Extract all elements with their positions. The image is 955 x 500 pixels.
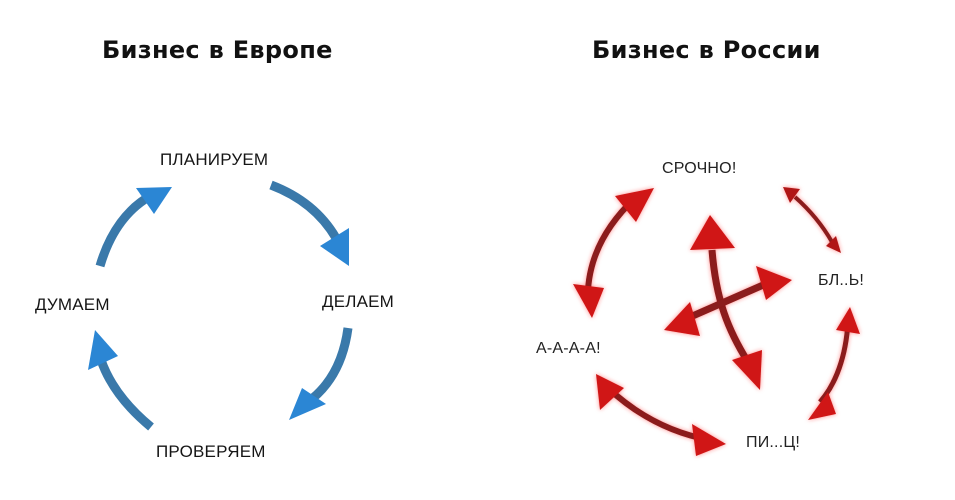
- arrow-scream-pi-icon: [596, 374, 726, 456]
- arrow-bl-pi-icon: [808, 307, 860, 420]
- russia-title: Бизнес в России: [592, 36, 821, 64]
- arrow-center-vertical-icon: [690, 215, 762, 390]
- label-scream: А-А-А-А!: [536, 340, 601, 357]
- europe-title: Бизнес в Европе: [102, 36, 333, 64]
- label-check: ПРОВЕРЯЕМ: [156, 442, 266, 461]
- russia-panel: Бизнес в России: [470, 0, 955, 500]
- arrow-center-horizontal-icon: [664, 266, 792, 336]
- arrow-plan-to-do-icon: [269, 180, 349, 266]
- label-curse-pi: ПИ...Ц!: [746, 434, 801, 451]
- label-plan: ПЛАНИРУЕМ: [160, 150, 269, 169]
- label-do: ДЕЛАЕМ: [322, 292, 395, 311]
- arrow-urgent-scream-icon: [573, 188, 654, 318]
- europe-cycle-arrows: [88, 180, 353, 431]
- arrow-check-to-think-icon: [88, 330, 154, 431]
- label-curse-bl: БЛ..Ь!: [818, 272, 865, 289]
- label-think: ДУМАЕМ: [35, 295, 110, 314]
- russia-chaos-arrows: [573, 187, 860, 456]
- arrow-urgent-bl-icon: [783, 187, 841, 253]
- arrow-think-to-plan-icon: [95, 187, 172, 268]
- arrow-do-to-check-icon: [289, 327, 353, 420]
- europe-panel: Бизнес в Европе ПЛАНИРУЕМ ДЕЛА: [0, 0, 470, 500]
- label-urgent: СРОЧНО!: [662, 160, 737, 177]
